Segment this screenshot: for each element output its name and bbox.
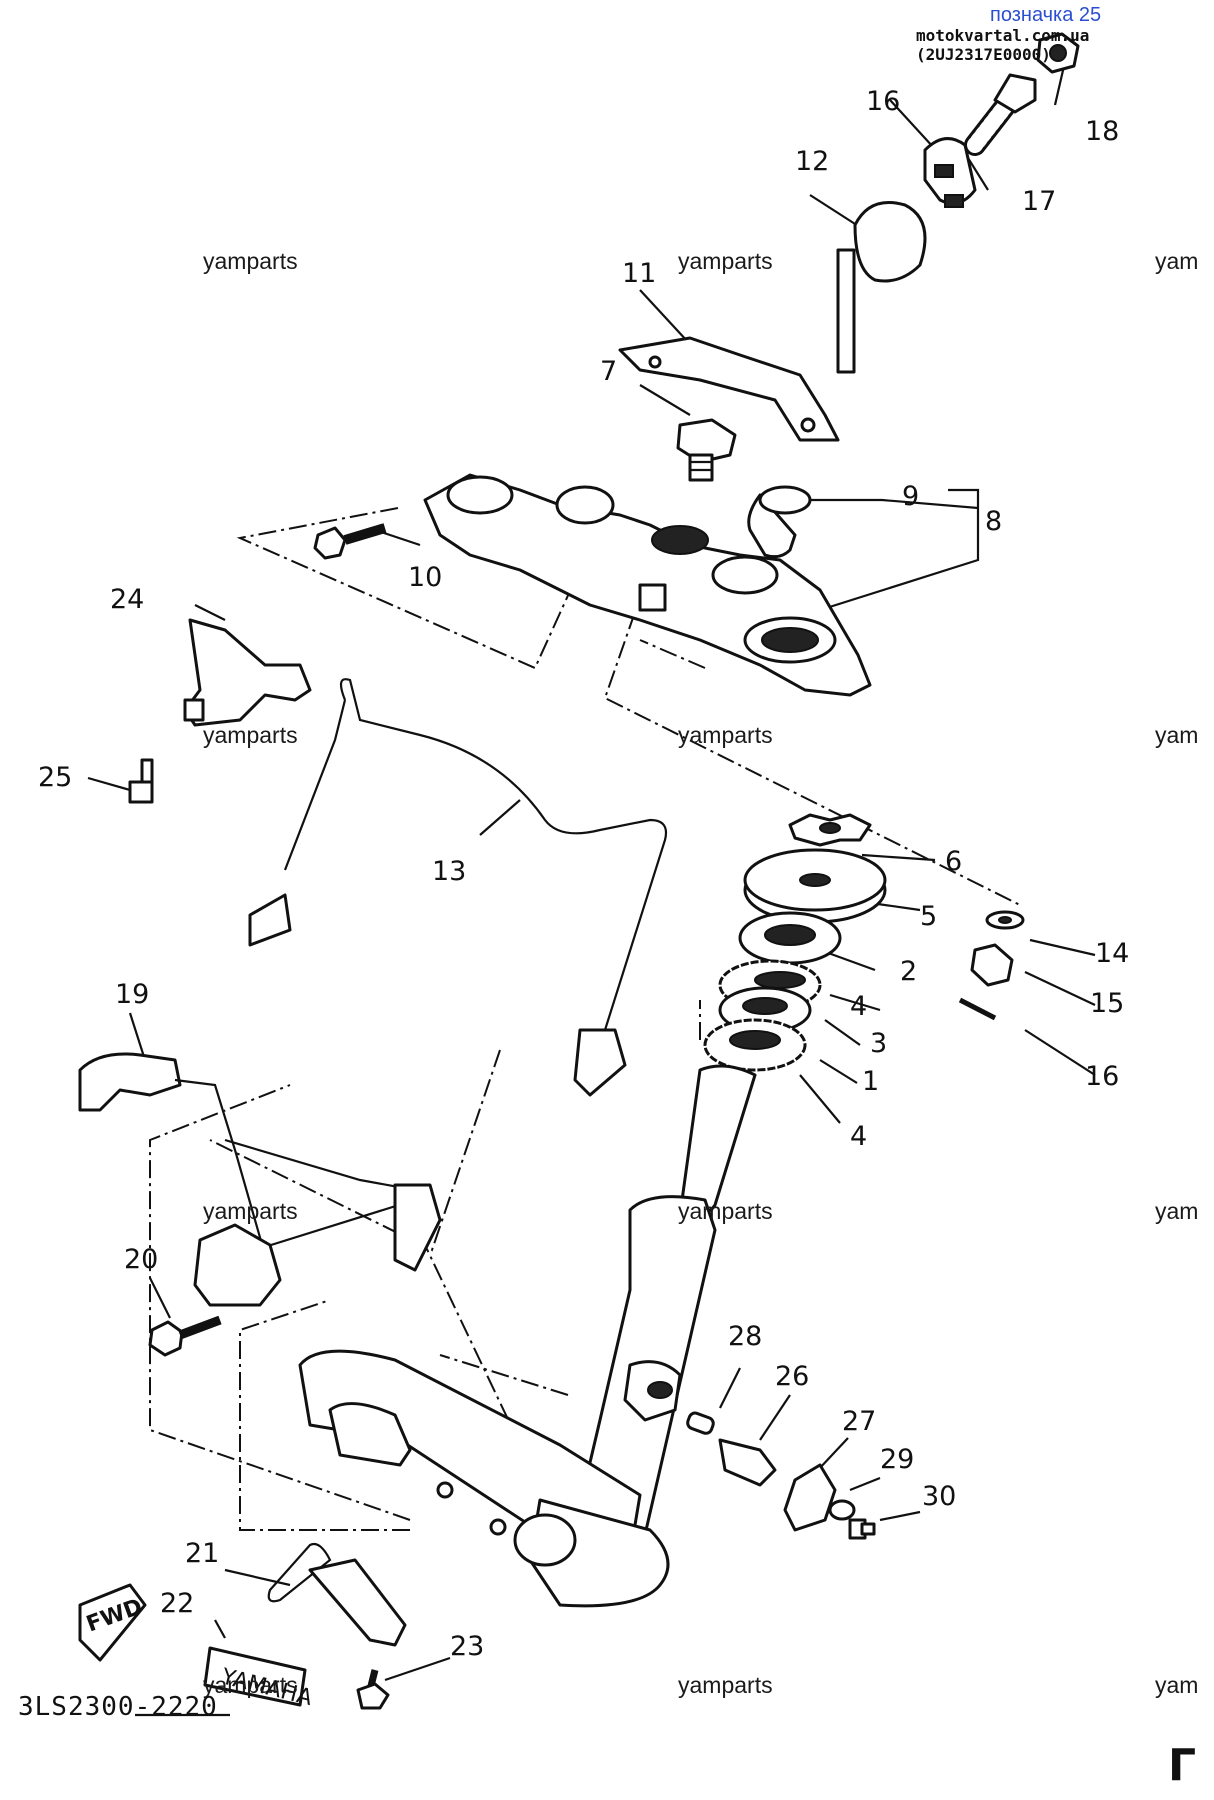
part-label-4-lower: 4 — [850, 1121, 867, 1152]
part-20-stay — [78, 1052, 442, 1307]
watermark: yamparts — [678, 248, 773, 274]
part-label-20: 19 — [115, 979, 149, 1010]
part-12-bracket — [618, 336, 840, 442]
part-label-4-upper: 4 — [850, 991, 867, 1022]
part-11-cable — [248, 678, 668, 1097]
part-15-nut — [970, 943, 1014, 987]
assembly-lines — [149, 507, 1021, 1561]
part-23-fwd-plate: FWD — [78, 1583, 147, 1662]
part-10-bolt — [313, 523, 387, 560]
part-label-30: 29 — [880, 1444, 914, 1475]
part-29-spring — [686, 1411, 715, 1435]
part-label-8: 8 — [985, 506, 1002, 537]
part-9-damper — [747, 485, 812, 559]
watermark: yam — [1155, 248, 1199, 274]
watermark: yamparts — [203, 248, 298, 274]
part-19-nut — [1036, 32, 1080, 74]
part-22-clip — [267, 1542, 407, 1647]
part-18-bolt — [964, 73, 1037, 156]
part-7-bolt — [676, 418, 737, 482]
part-31-screw — [848, 1518, 876, 1540]
part-label-27: 26 — [775, 1361, 809, 1392]
part-17-handlebar-holder-upper — [923, 137, 977, 208]
part-label-3: 3 — [870, 1028, 887, 1059]
watermark: yamparts — [203, 1672, 298, 1698]
part-label-9: 9 — [902, 481, 919, 512]
watermark: yamparts — [678, 1198, 773, 1224]
watermark: yam — [1155, 1198, 1199, 1224]
header-site-code: motokvartal.com.ua (2UJ2317E0000) — [916, 26, 1090, 64]
part-label-11: 13 — [432, 856, 466, 887]
part-8-upper-bracket — [423, 473, 872, 697]
part-2-race — [738, 911, 842, 965]
part-26-bolt — [128, 758, 154, 804]
part-number-labels: 16 18 12 17 11 7 9 8 10 24 25 13 6 5 14 … — [38, 86, 1129, 1662]
part-1-4-balls-lower — [703, 1018, 807, 1072]
steering-stem-frame — [298, 1064, 757, 1608]
part-21-bolt — [148, 1315, 222, 1357]
part-label-6: 6 — [945, 846, 962, 877]
part-label-7: 7 — [600, 356, 617, 387]
watermark: yamparts — [203, 1198, 298, 1224]
corner-mark: Г — [1168, 1740, 1197, 1791]
part-label-24: 23 — [450, 1631, 484, 1662]
part-label-14: 14 — [1095, 938, 1129, 969]
part-label-25: 24 — [110, 584, 144, 615]
part-label-19: 18 — [1085, 116, 1119, 147]
part-label-12: 11 — [622, 258, 656, 289]
part-label-26: 25 — [38, 762, 72, 793]
part-28-plate — [783, 1463, 837, 1532]
part-5-ring-nut — [743, 848, 887, 924]
watermark: yamparts — [678, 1672, 773, 1698]
part-label-18: 17 — [1022, 186, 1056, 217]
part-label-21: 20 — [124, 1244, 158, 1275]
part-label-2: 2 — [900, 956, 917, 987]
part-13-handlebar-holder — [836, 201, 927, 374]
watermark: yam — [1155, 722, 1199, 748]
part-label-31: 30 — [922, 1481, 956, 1512]
part-label-16: 16 — [1085, 1061, 1119, 1092]
watermark: yamparts — [678, 722, 773, 748]
part-label-13: 12 — [795, 146, 829, 177]
watermark: yamparts — [203, 722, 298, 748]
part-25-bracket — [183, 618, 312, 727]
part-14-washer — [985, 910, 1025, 930]
watermark: yam — [1155, 1672, 1199, 1698]
part-label-23: 22 — [160, 1588, 194, 1619]
part-label-17: 16 — [866, 86, 900, 117]
part-27-switch — [718, 1438, 777, 1487]
part-label-1: 1 — [862, 1066, 879, 1097]
part-label-5: 5 — [920, 901, 937, 932]
part-6-lock-washer — [788, 813, 872, 847]
part-label-28: 27 — [842, 1406, 876, 1437]
header-link[interactable]: позначка 25 — [990, 4, 1102, 26]
leader-lines — [87, 39, 1096, 1717]
part-label-15: 15 — [1090, 988, 1124, 1019]
part-label-10: 10 — [408, 562, 442, 593]
part-30-washer — [828, 1499, 856, 1521]
part-24-bolt — [356, 1669, 390, 1710]
part-label-22: 21 — [185, 1538, 219, 1569]
part-16-pin — [958, 997, 997, 1021]
part-label-29: 28 — [728, 1321, 762, 1352]
diagram-code: 3LS2300-2220 — [18, 1692, 218, 1722]
